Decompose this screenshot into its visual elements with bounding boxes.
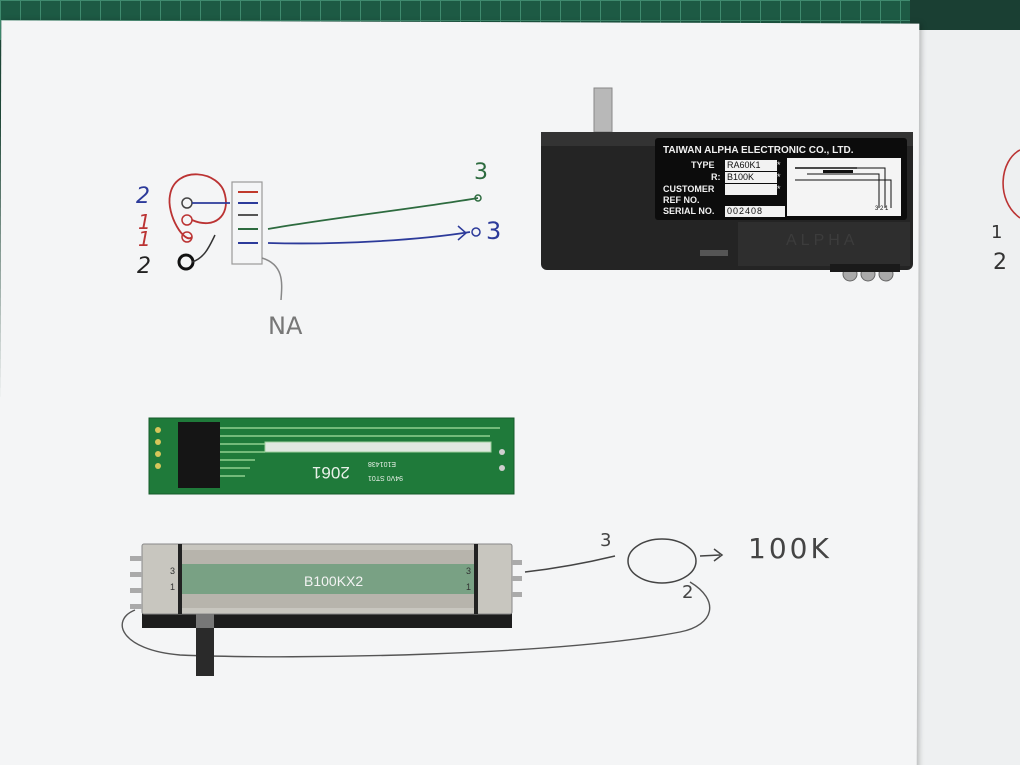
- note-right-3-top: 3: [474, 160, 488, 185]
- blue-arrow: [457, 225, 468, 241]
- note-edge-2: 2: [993, 250, 1007, 275]
- pot-pin-l1: [130, 556, 142, 561]
- pcb-pad-5: [499, 449, 505, 455]
- pot-pins-right: [512, 560, 522, 597]
- label-star-2: *: [777, 172, 781, 182]
- green-terminal: [474, 194, 482, 202]
- label-type: TYPE: [691, 160, 715, 170]
- label-serial: SERIAL NO.: [663, 206, 715, 216]
- note-res-value: 100K: [748, 532, 832, 565]
- pcb-slot: [264, 441, 492, 453]
- pcb-traces: [220, 427, 500, 477]
- note-edge-1: 1: [991, 222, 1003, 243]
- diagram-wire-b: [857, 167, 886, 208]
- label-diagram: 3 2 1: [787, 158, 901, 216]
- label-r-value: B100K: [725, 172, 777, 183]
- note-res-3: 3: [600, 530, 612, 551]
- pot-pin-label-left-1: 1: [170, 582, 176, 592]
- pot-pin-l4: [130, 604, 142, 609]
- module-pin-base: [830, 264, 900, 272]
- pot-pin-r3: [512, 592, 522, 597]
- pot-pins-left: [130, 556, 142, 609]
- pcb-pad-1: [155, 427, 161, 433]
- label-diagram-pins: 3 2 1: [875, 206, 889, 212]
- note-left-2-top: 2: [136, 184, 150, 209]
- diagram-wiper: [823, 170, 853, 173]
- label-r: R:: [711, 172, 721, 182]
- diagram-wire-c: [795, 179, 892, 208]
- note-na: NA: [268, 312, 303, 340]
- pot-pin-r2: [512, 576, 522, 581]
- label-maker: TAIWAN ALPHA ELECTRONIC CO., LTD.: [663, 145, 854, 156]
- module-slot: [700, 250, 728, 256]
- label-ref: REF NO.: [663, 195, 700, 205]
- blue-wire-long: [267, 231, 471, 245]
- pot-label: B100KX2: [304, 573, 364, 589]
- second-paper-sheet: [905, 30, 1020, 765]
- module-label: TAIWAN ALPHA ELECTRONIC CO., LTD. TYPE R…: [655, 138, 907, 220]
- pcb-pad-6: [499, 465, 505, 471]
- pot-pin-l3: [130, 588, 142, 593]
- label-type-value: RA60K1: [725, 160, 777, 171]
- module-emboss-text: ALPHA: [786, 232, 859, 249]
- label-serial-value: 002408: [725, 206, 785, 217]
- res-arrow-head: [713, 548, 724, 562]
- red-wire: [168, 173, 227, 240]
- pcb-connector: [178, 422, 220, 488]
- pot-clip-left: [178, 544, 182, 614]
- fader-wire: [121, 581, 711, 658]
- pot-knob-shaft: [196, 616, 214, 676]
- label-diagram-svg: [795, 167, 892, 208]
- pcb-pad-4: [155, 463, 161, 469]
- pcb-pad-2: [155, 439, 161, 445]
- pcb-pad-3: [155, 451, 161, 457]
- label-star-1: *: [777, 160, 781, 170]
- note-right-3-mid: 3: [486, 217, 502, 245]
- pot-pin-label-right-1: 1: [466, 582, 472, 592]
- green-wire: [267, 197, 479, 230]
- label-customer-box: [725, 184, 777, 195]
- res-body: [627, 538, 697, 584]
- res-arrow-line: [699, 554, 721, 557]
- pot-knob-cap: [196, 614, 214, 628]
- note-res-2: 2: [682, 582, 694, 603]
- pot-green-band: [178, 564, 478, 594]
- diagram-wire-a: [807, 173, 880, 208]
- module-emboss-area: [738, 222, 910, 266]
- note-left-2-bottom: 2: [137, 254, 151, 279]
- na-line: [261, 257, 283, 301]
- res-lead-left: [524, 555, 616, 573]
- note-left-1-b: 1: [138, 227, 151, 251]
- pot-pin-label-right-3: 3: [466, 566, 472, 576]
- pot-clip-right: [474, 544, 478, 614]
- black-wire: [191, 234, 216, 263]
- pot-pin-label-left-3: 3: [170, 566, 176, 576]
- label-star-3: *: [777, 184, 781, 194]
- note-left-1-a: 1: [138, 210, 151, 234]
- pot-pin-l2: [130, 572, 142, 577]
- label-customer: CUSTOMER: [663, 184, 715, 194]
- pot-pin-r1: [512, 560, 522, 565]
- pot-base: [142, 612, 512, 628]
- blue-terminal: [471, 227, 481, 237]
